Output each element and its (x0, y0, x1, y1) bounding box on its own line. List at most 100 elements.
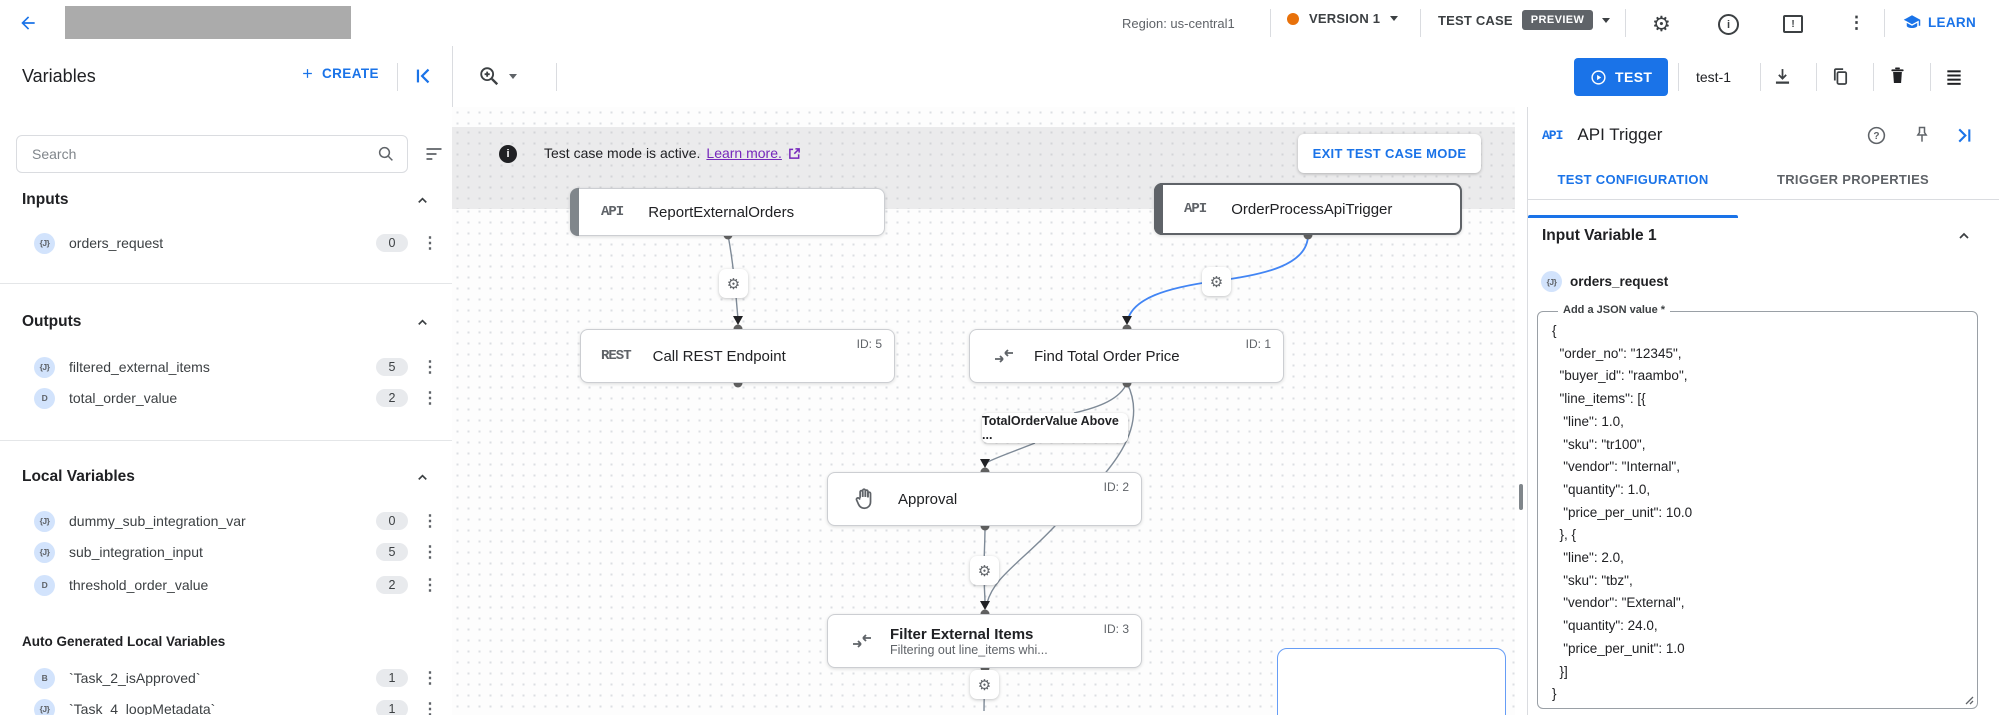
node-order-process-api-trigger[interactable]: API OrderProcessApiTrigger (1154, 183, 1462, 235)
feedback-icon[interactable]: ! (1783, 15, 1803, 33)
learn-button[interactable]: LEARN (1903, 13, 1976, 31)
node-id: ID: 1 (1245, 337, 1271, 351)
delete-icon[interactable] (1887, 65, 1908, 86)
section-header-outputs[interactable]: Outputs (22, 313, 430, 331)
section-title: Local Variables (22, 468, 135, 485)
divider (452, 46, 453, 107)
info-icon: i (499, 145, 517, 163)
tab-trigger-properties[interactable]: TRIGGER PROPERTIES (1776, 172, 1930, 187)
zoom-magnifier-icon (480, 67, 499, 86)
learn-label: LEARN (1928, 14, 1976, 30)
count-badge: 1 (376, 669, 408, 687)
page-title: Variables (22, 66, 96, 86)
api-type-badge: API (1542, 127, 1563, 143)
collapse-panel-icon[interactable] (412, 65, 434, 87)
flow-canvas[interactable]: i Test case mode is active. Learn more. … (452, 107, 1515, 715)
test-case-menu[interactable]: TEST CASE PREVIEW (1438, 10, 1611, 30)
variable-row[interactable]: {J} dummy_sub_integration_var 0 ⋮ (0, 507, 452, 535)
section-header-inputs[interactable]: Inputs (22, 191, 430, 209)
edge-label-text: TotalOrderValue Above ... (982, 414, 1119, 442)
panel-title: API Trigger (1577, 125, 1663, 144)
divider (1625, 9, 1626, 37)
sort-icon[interactable] (424, 145, 444, 163)
node-title: Call REST Endpoint (652, 347, 786, 365)
kebab-icon[interactable]: ⋮ (422, 577, 438, 594)
vertical-scrollbar[interactable] (1519, 484, 1523, 510)
test-case-name[interactable]: test-1 (1696, 69, 1732, 85)
create-variable-button[interactable]: CREATE (300, 66, 379, 81)
node-approval[interactable]: ID: 2 Approval (827, 472, 1142, 526)
trigger-accent-bar (570, 188, 579, 236)
input-variable-section[interactable]: Input Variable 1 (1542, 227, 1972, 245)
kebab-icon[interactable]: ⋮ (422, 235, 438, 252)
variable-name: `Task_4_loopMetadata` (69, 701, 216, 715)
search-input[interactable]: Search (16, 135, 408, 173)
edge-gear-icon[interactable]: ⚙ (1202, 267, 1231, 296)
variable-name: orders_request (69, 235, 164, 251)
menu-icon[interactable] (1944, 67, 1964, 87)
duplicate-icon[interactable] (1830, 66, 1851, 87)
variable-row[interactable]: {J} filtered_external_items 5 ⋮ (0, 353, 452, 381)
json-value-field[interactable]: Add a JSON value * { "order_no": "12345"… (1537, 304, 1978, 709)
learn-more-link[interactable]: Learn more. (706, 145, 782, 161)
edge-gear-icon[interactable]: ⚙ (719, 269, 748, 298)
divider (1884, 9, 1885, 37)
kebab-icon[interactable]: ⋮ (422, 513, 438, 530)
more-options-icon[interactable]: ⋮ (1848, 13, 1865, 32)
count-badge: 2 (376, 576, 408, 594)
node-title: Find Total Order Price (1034, 347, 1180, 365)
node-call-rest-endpoint[interactable]: ID: 5 REST Call REST Endpoint (580, 329, 895, 383)
edge-gear-icon[interactable]: ⚙ (970, 556, 999, 585)
variable-name-row: {J} orders_request (1541, 271, 1668, 292)
variable-row[interactable]: {J} sub_integration_input 5 ⋮ (0, 538, 452, 566)
kebab-icon[interactable]: ⋮ (422, 359, 438, 376)
chevron-up-icon (418, 196, 427, 203)
node-report-external-orders[interactable]: API ReportExternalOrders (570, 188, 885, 236)
exit-button-label: EXIT TEST CASE MODE (1312, 146, 1467, 161)
kebab-icon[interactable]: ⋮ (422, 390, 438, 407)
count-badge: 0 (376, 234, 408, 252)
zoom-control[interactable] (478, 65, 517, 87)
back-icon[interactable] (18, 13, 38, 33)
section-title: Auto Generated Local Variables (22, 634, 226, 649)
divider (1270, 9, 1271, 37)
kebab-icon[interactable]: ⋮ (422, 701, 438, 715)
json-value-text[interactable]: { "order_no": "12345", "buyer_id": "raam… (1552, 323, 1693, 702)
edge-gear-icon[interactable]: ⚙ (970, 670, 999, 699)
api-trigger-badge: API (1184, 201, 1207, 217)
settings-gear-icon[interactable]: ⚙ (1652, 13, 1671, 36)
search-icon (378, 146, 393, 161)
pin-icon[interactable] (1912, 125, 1932, 145)
top-bar: Region: us-central1 VERSION 1 TEST CASE … (0, 0, 1999, 47)
kebab-icon[interactable]: ⋮ (422, 670, 438, 687)
active-tab-underline (1528, 215, 1738, 218)
test-button[interactable]: TEST (1574, 58, 1669, 96)
divider (556, 63, 557, 91)
collapse-panel-right-icon[interactable] (1954, 125, 1975, 146)
exit-test-case-mode-button[interactable]: EXIT TEST CASE MODE (1298, 134, 1481, 173)
download-icon[interactable] (1772, 66, 1793, 87)
info-icon[interactable]: i (1718, 14, 1739, 35)
search-placeholder: Search (32, 146, 77, 162)
count-badge: 5 (376, 543, 408, 561)
edge-condition-label[interactable]: TotalOrderValue Above ... (982, 413, 1128, 443)
section-header-local-variables[interactable]: Local Variables (22, 468, 430, 486)
kebab-icon[interactable]: ⋮ (422, 544, 438, 561)
variable-row[interactable]: {J} orders_request 0 ⋮ (0, 229, 452, 257)
json-type-icon: {J} (34, 541, 55, 563)
variable-row[interactable]: {J} `Task_4_loopMetadata` 1 ⋮ (0, 695, 452, 715)
api-trigger-badge: API (601, 204, 624, 220)
node-find-total-order-price[interactable]: ID: 1 Find Total Order Price (969, 329, 1284, 383)
help-icon[interactable]: ? (1866, 125, 1887, 146)
variable-row[interactable]: D total_order_value 2 ⋮ (0, 384, 452, 412)
divider (1678, 63, 1679, 91)
resize-handle-icon[interactable] (1962, 693, 1974, 705)
tab-test-configuration[interactable]: TEST CONFIGURATION (1557, 172, 1709, 187)
node-filter-external-items[interactable]: ID: 3 Filter External Items Filtering ou… (827, 614, 1142, 668)
note-box[interactable] (1277, 648, 1506, 715)
variable-row[interactable]: B `Task_2_isApproved` 1 ⋮ (0, 664, 452, 692)
chevron-up-icon (1959, 232, 1969, 239)
version-menu[interactable]: VERSION 1 (1287, 11, 1399, 26)
variable-row[interactable]: D threshold_order_value 2 ⋮ (0, 571, 452, 599)
divider (1816, 63, 1817, 91)
